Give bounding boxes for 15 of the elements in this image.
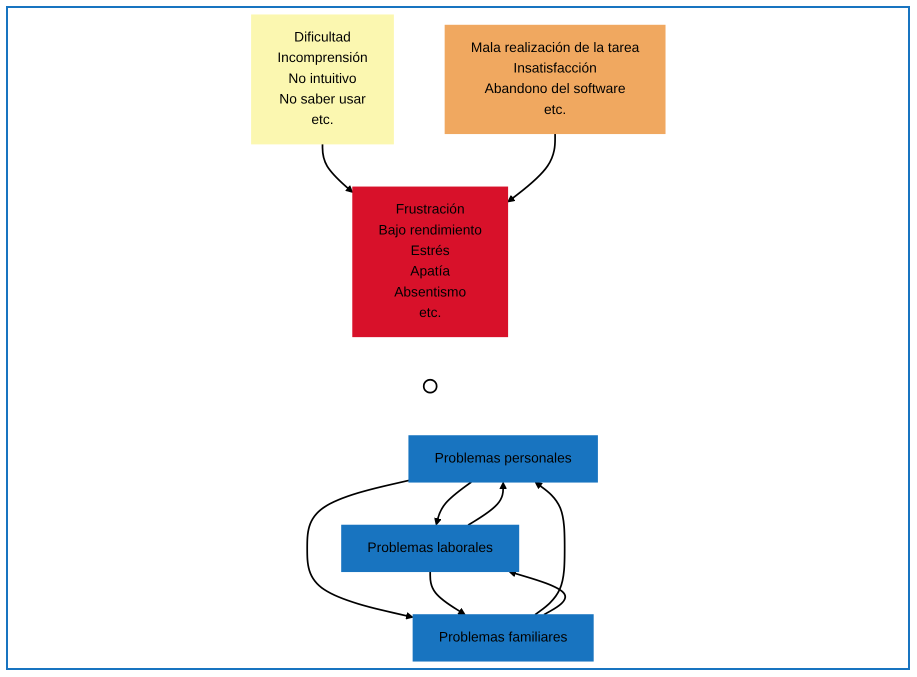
node-box: Dificultad Incomprensión No intuitivo No saber usar etc. bbox=[250, 14, 394, 144]
arrow bbox=[508, 570, 566, 616]
arrow bbox=[434, 481, 472, 526]
arrow bbox=[306, 480, 414, 620]
node-box: Problemas laborales bbox=[340, 524, 519, 572]
node-box: Mala realización de la tarea Insatisfacción Abandono del software etc. bbox=[444, 24, 666, 134]
arrow bbox=[507, 134, 556, 202]
arrow bbox=[429, 572, 466, 615]
node-box: Problemas personales bbox=[408, 435, 598, 483]
node-box: Frustración Bajo rendimiento Estrés Apatía Absentismo etc. bbox=[352, 186, 508, 338]
node-box: Problemas familiares bbox=[412, 614, 594, 662]
arrow bbox=[321, 144, 353, 193]
arrow bbox=[534, 482, 566, 616]
node-circle bbox=[422, 378, 438, 394]
arrow bbox=[467, 482, 507, 526]
